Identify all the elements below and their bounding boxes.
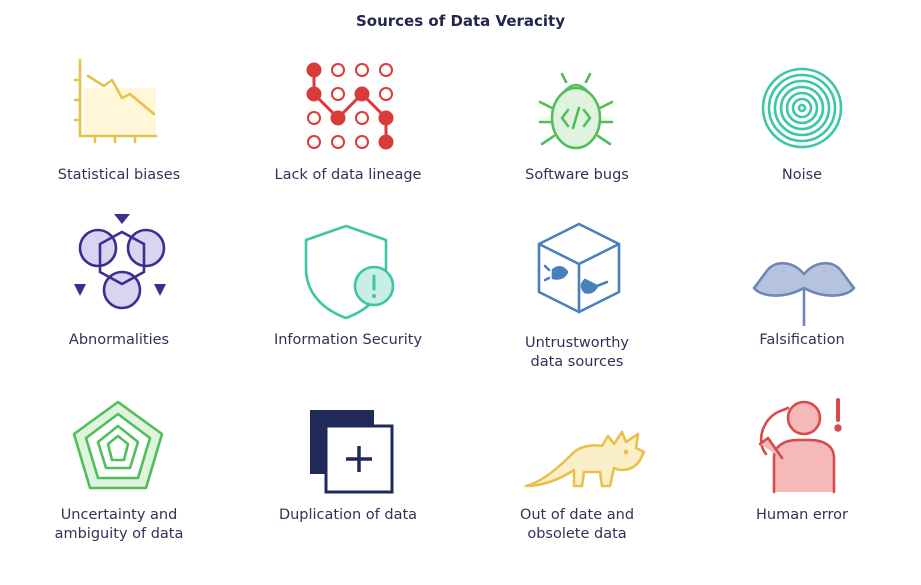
duplicate-square-icon bbox=[310, 410, 394, 494]
cube-plug-icon bbox=[537, 222, 621, 314]
dot-grid-path-icon bbox=[306, 62, 394, 150]
item-label: Out of date and obsolete data bbox=[519, 507, 635, 542]
item-label: Uncertainty and ambiguity of data bbox=[54, 507, 184, 542]
nested-pentagon-icon bbox=[72, 400, 164, 490]
concentric-circles-icon bbox=[761, 67, 843, 149]
item-label: Abnormalities bbox=[68, 332, 170, 348]
shield-alert-icon bbox=[304, 224, 395, 320]
item-label: Statistical biases bbox=[57, 167, 181, 183]
item-label: Lack of data lineage bbox=[274, 167, 422, 183]
item-label: Duplication of data bbox=[278, 507, 418, 523]
item-label: Software bugs bbox=[525, 167, 629, 183]
line-chart-decline-icon bbox=[73, 58, 158, 144]
item-label: Noise bbox=[781, 167, 823, 183]
item-label: Untrustworthy data sources bbox=[524, 335, 630, 370]
item-label: Information Security bbox=[273, 332, 423, 348]
page-title: Sources of Data Veracity bbox=[355, 12, 565, 30]
confused-person-icon bbox=[758, 398, 842, 494]
item-label: Human error bbox=[755, 507, 848, 523]
dinosaur-icon bbox=[524, 430, 646, 488]
bug-code-icon bbox=[538, 72, 614, 150]
item-label: Falsification bbox=[759, 332, 845, 348]
mustache-icon bbox=[752, 261, 856, 326]
overlapping-circles-icon bbox=[74, 214, 166, 310]
